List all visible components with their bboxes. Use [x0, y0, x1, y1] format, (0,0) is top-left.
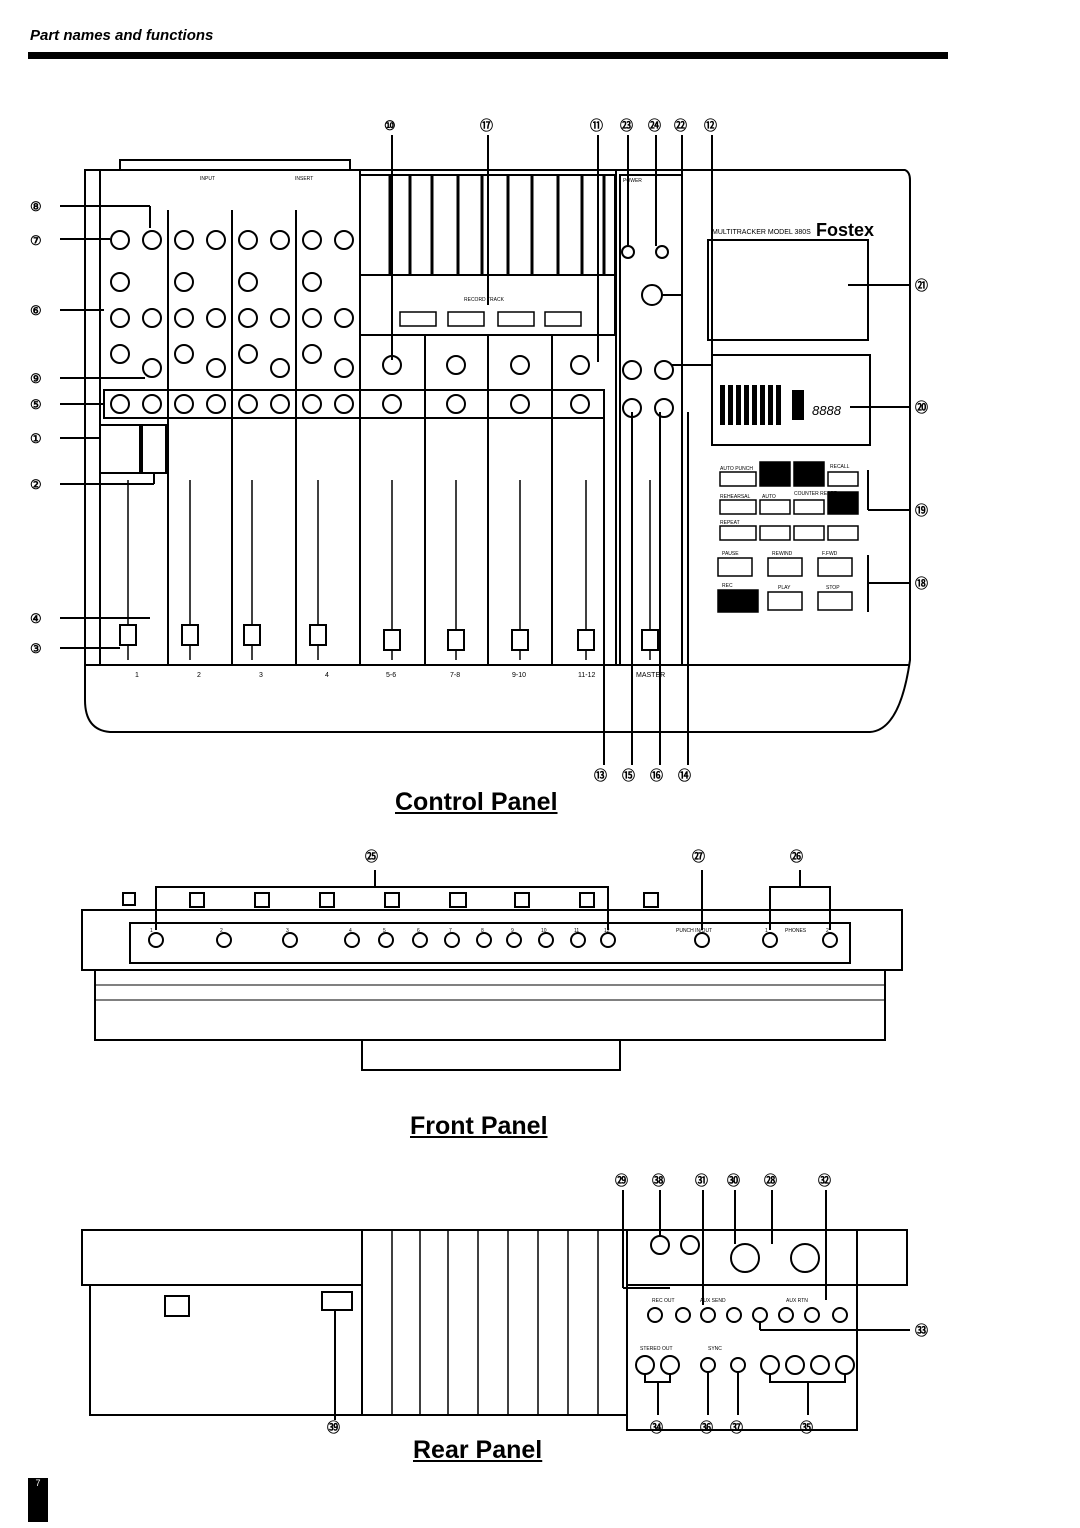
channel-label-5-6: 5-6: [386, 672, 396, 679]
callout-17: ⑰: [480, 118, 493, 133]
front-jack-12: 12: [604, 928, 610, 934]
auto-punch-label: AUTO PUNCH: [720, 466, 753, 472]
callout-31: ㉛: [695, 1173, 708, 1188]
stereo-out-label: STEREO OUT: [640, 1346, 673, 1352]
channel-label-2: 2: [197, 672, 201, 679]
callout-12: ⑫: [704, 118, 717, 133]
callout-14: ⑭: [678, 768, 691, 783]
front-panel-diagram: 1 2 3 4 5 6 7 8 9 10 11 12 PUNCH IN/OUT …: [81, 849, 903, 1071]
rewind-label: REWIND: [772, 551, 793, 557]
control-panel-title: Control Panel: [395, 788, 558, 816]
callout-16: ⑯: [650, 768, 663, 783]
channel-label-11-12: 11-12: [578, 672, 595, 679]
callout-3: ③: [30, 641, 42, 656]
callout-38: ㊳: [652, 1173, 665, 1188]
callout-10: ⑩: [384, 118, 396, 133]
callout-21: ㉑: [915, 278, 928, 293]
pause-label: PAUSE: [722, 551, 739, 557]
master-label: MASTER: [636, 672, 665, 679]
repeat-label: REPEAT: [720, 520, 740, 526]
control-panel-diagram: RECORD TRACK INPUT INSERT POWER: [30, 118, 928, 783]
front-jack-3: 3: [286, 928, 289, 934]
rec-out-label: REC OUT: [652, 1298, 675, 1304]
callout-27: ㉗: [692, 849, 705, 864]
rehearsal-label: REHEARSAL: [720, 494, 751, 500]
play-label: PLAY: [778, 585, 791, 591]
callout-32: ㉜: [818, 1173, 831, 1188]
callout-1: ①: [30, 431, 42, 446]
callout-22: ㉒: [674, 118, 687, 133]
front-jack-6: 6: [417, 928, 420, 934]
callout-28: ㉘: [764, 1173, 777, 1188]
power-label: POWER: [623, 178, 642, 184]
callout-34: ㉞: [650, 1420, 663, 1435]
channel-label-9-10: 9-10: [512, 672, 526, 679]
page-number: 7: [28, 1478, 48, 1522]
recall-label: RECALL: [830, 464, 850, 470]
callout-13: ⑬: [594, 768, 607, 783]
auto-label: AUTO: [762, 494, 776, 500]
rear-panel-diagram: REC OUT AUX SEND AUX RTN STEREO OUT SYNC…: [81, 1173, 928, 1435]
front-jack-4: 4: [349, 928, 352, 934]
front-jack-9: 9: [511, 928, 514, 934]
phones-2: 2: [826, 928, 829, 934]
callout-6: ⑥: [30, 303, 42, 318]
header-title: Part names and functions: [30, 27, 214, 44]
callout-33: ㉝: [915, 1323, 928, 1338]
callout-30: ㉚: [727, 1173, 740, 1188]
punch-in-out-label: PUNCH IN/OUT: [676, 928, 712, 934]
display-counter: 8888: [812, 403, 842, 418]
header-rule: [28, 52, 948, 59]
callout-36: ㊱: [700, 1420, 713, 1435]
callout-9: ⑨: [30, 371, 42, 386]
callout-4: ④: [30, 611, 42, 626]
phones-label: PHONES: [785, 928, 807, 934]
callout-24: ㉔: [648, 118, 661, 133]
callout-20: ⑳: [915, 400, 928, 415]
front-jack-10: 10: [541, 928, 547, 934]
front-panel-title: Front Panel: [410, 1112, 548, 1140]
rec-label: REC: [722, 583, 733, 589]
aux-send-label: AUX SEND: [700, 1298, 726, 1304]
front-jack-1: 1: [150, 928, 153, 934]
callout-11: ⑪: [590, 118, 603, 133]
model-label: MULTITRACKER MODEL 380S: [712, 229, 811, 236]
stop-label: STOP: [826, 585, 840, 591]
callout-8: ⑧: [30, 199, 42, 214]
front-jack-8: 8: [481, 928, 484, 934]
channel-label-1: 1: [135, 672, 139, 679]
channel-label-3: 3: [259, 672, 263, 679]
phones-1: 1: [765, 928, 768, 934]
front-jack-11: 11: [574, 928, 579, 934]
callout-29: ㉙: [615, 1173, 628, 1188]
front-jack-2: 2: [220, 928, 223, 934]
front-jack-7: 7: [449, 928, 452, 934]
callout-18: ⑱: [915, 576, 928, 591]
front-jack-5: 5: [383, 928, 386, 934]
callout-37: ㊲: [730, 1420, 743, 1435]
callout-15: ⑮: [622, 768, 635, 783]
insert-label: INSERT: [295, 176, 313, 182]
callout-25: ㉕: [365, 849, 378, 864]
callout-23: ㉓: [620, 118, 633, 133]
record-track-label: RECORD TRACK: [464, 297, 505, 303]
ffwd-label: F.FWD: [822, 551, 838, 557]
rear-panel-title: Rear Panel: [413, 1436, 543, 1464]
callout-19: ⑲: [915, 503, 928, 518]
input-label: INPUT: [200, 176, 215, 182]
callout-35: ㉟: [800, 1420, 813, 1435]
callout-5: ⑤: [30, 397, 42, 412]
counter-reset-label: COUNTER RESET: [794, 491, 837, 497]
aux-rtn-label: AUX RTN: [786, 1298, 808, 1304]
channel-label-7-8: 7-8: [450, 672, 460, 679]
fostex-logo: Fostex: [816, 220, 874, 240]
callout-26: ㉖: [790, 849, 803, 864]
callout-7: ⑦: [30, 233, 42, 248]
callout-2: ②: [30, 477, 42, 492]
sync-label: SYNC: [708, 1346, 722, 1352]
callout-39: ㊴: [327, 1420, 340, 1435]
channel-label-4: 4: [325, 672, 329, 679]
